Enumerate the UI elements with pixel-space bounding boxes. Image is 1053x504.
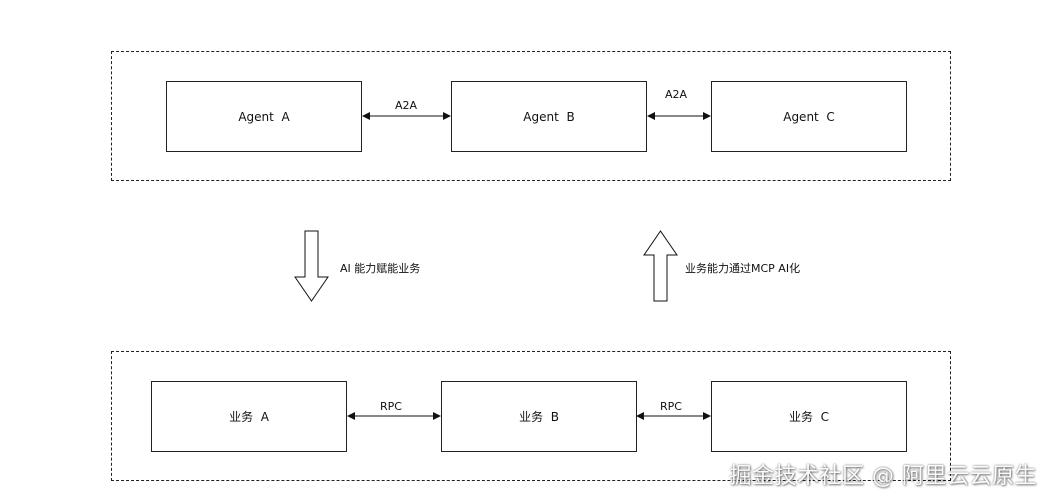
business-c-node: 业务 C — [711, 381, 907, 452]
agent-layer-group — [111, 51, 951, 181]
edge-label-agent-a-b: A2A — [394, 99, 418, 112]
watermark-text: 掘金技术社区 @ 阿里云云原生 — [729, 464, 1037, 489]
agent-c-node: Agent C — [711, 81, 907, 152]
agent-b-node: Agent B — [451, 81, 647, 152]
agent-a-node: Agent A — [166, 81, 362, 152]
edge-label-business-a-b: RPC — [380, 400, 402, 413]
up-arrow-label: 业务能力通过MCP AI化 — [685, 262, 801, 275]
edge-label-agent-b-c: A2A — [664, 88, 688, 101]
business-layer-group — [111, 351, 951, 481]
down-block-arrow — [294, 230, 329, 302]
business-a-node: 业务 A — [151, 381, 347, 452]
business-b-node: 业务 B — [441, 381, 637, 452]
down-arrow-label: AI 能力赋能业务 — [340, 262, 421, 275]
up-block-arrow — [643, 230, 678, 302]
edge-label-business-b-c: RPC — [660, 400, 682, 413]
